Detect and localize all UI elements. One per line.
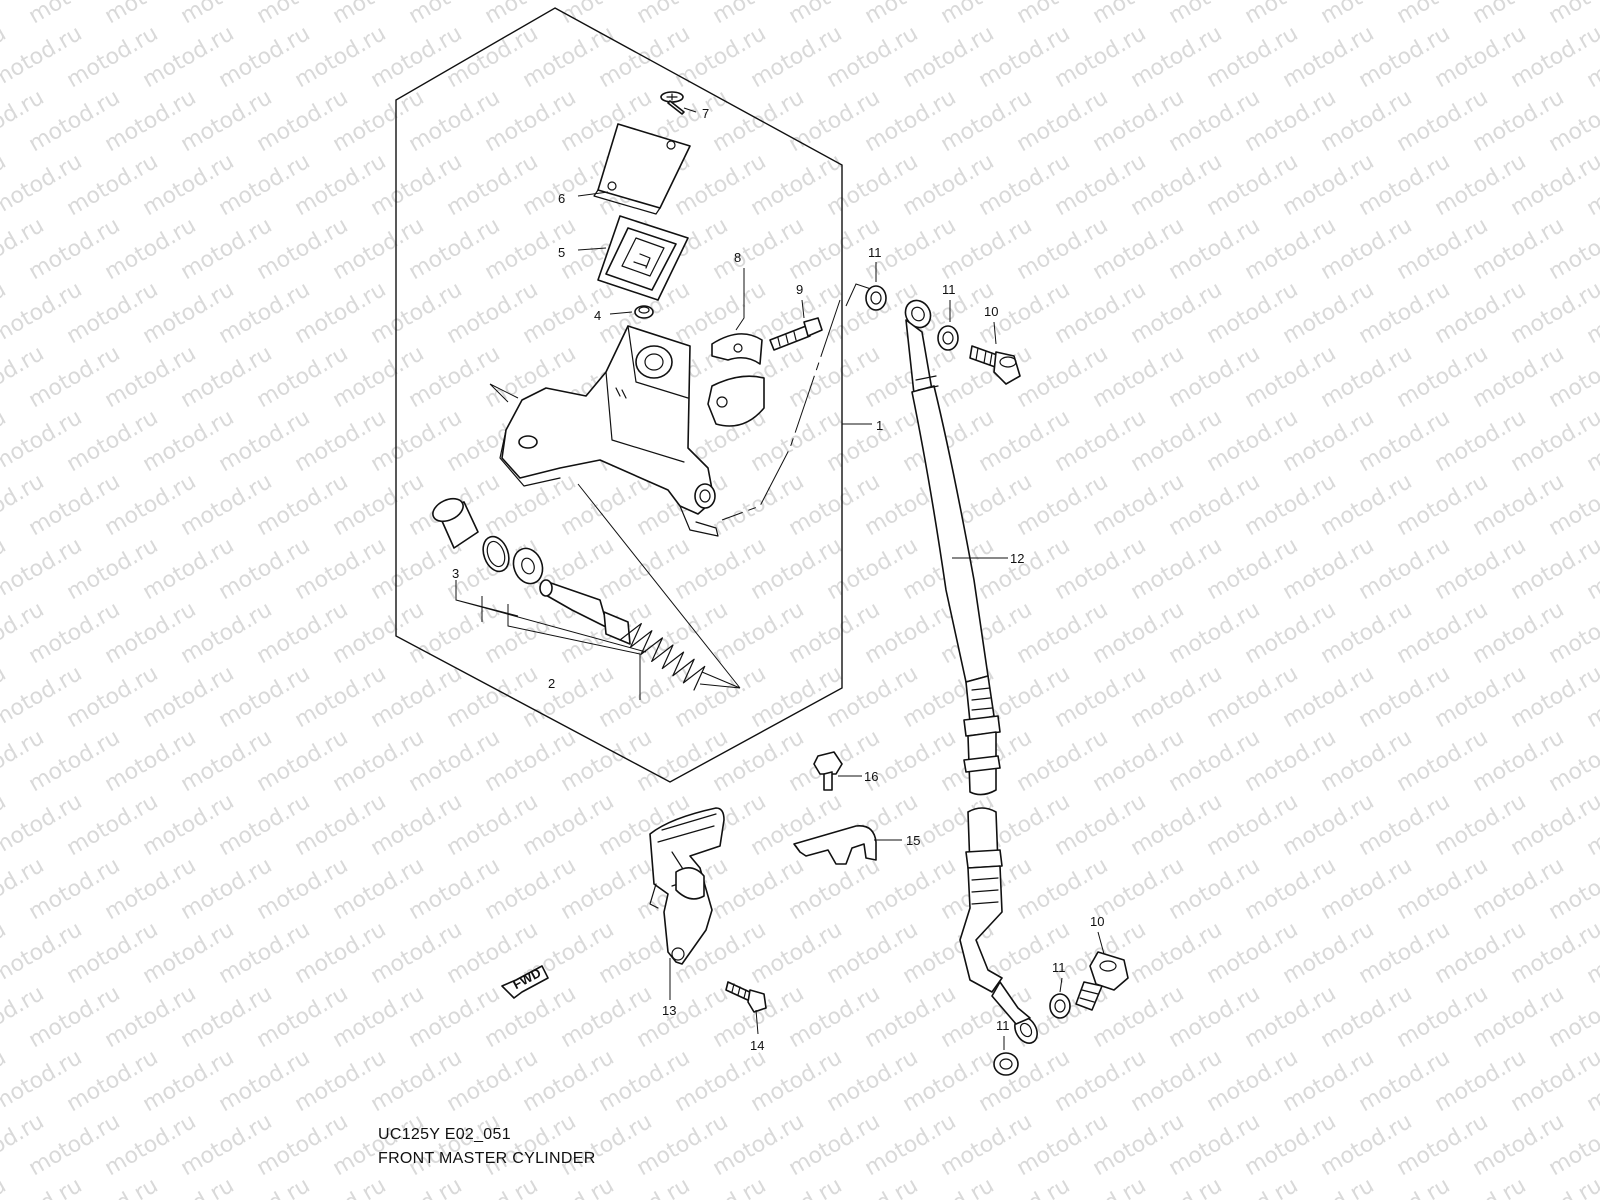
clamp-bolt-part [769, 317, 823, 351]
master-cylinder-body-part [499, 325, 719, 537]
callout-11-c: 11 [1052, 960, 1066, 975]
forward-arrow-icon: FWD [501, 965, 549, 999]
guide-bolt-part [725, 981, 767, 1013]
callout-8: 8 [734, 250, 741, 265]
callout-4: 4 [594, 308, 601, 323]
callout-2: 2 [548, 676, 555, 691]
holder-clamp-part [707, 333, 765, 427]
callout-11-a: 11 [868, 245, 882, 260]
callout-7: 7 [702, 106, 709, 121]
banjo-bolt-bottom-part [1075, 951, 1129, 1011]
callout-6: 6 [558, 191, 565, 206]
diaphragm-part [597, 215, 689, 301]
callout-11-d: 11 [996, 1018, 1010, 1033]
callout-9: 9 [796, 282, 803, 297]
callout-15: 15 [906, 833, 920, 848]
callout-16: 16 [864, 769, 878, 784]
watermark-text: motod.ru [0, 1173, 10, 1200]
callout-1: 1 [876, 418, 883, 433]
piston-kit-part [432, 497, 706, 691]
screw-part [660, 91, 685, 115]
hose-bolt-part [813, 751, 843, 791]
brake-hose-part [904, 299, 1038, 1044]
callout-3: 3 [452, 566, 459, 581]
callout-11-b: 11 [942, 282, 956, 297]
diagram-title: FRONT MASTER CYLINDER [378, 1150, 596, 1167]
assembly-outline [395, 7, 843, 783]
callout-13: 13 [662, 1003, 676, 1018]
hose-clamp-part [793, 825, 877, 865]
hose-guide-part [649, 807, 725, 965]
callout-12: 12 [1010, 551, 1024, 566]
callout-5: 5 [558, 245, 565, 260]
banjo-bolt-top-part [969, 345, 1021, 385]
callout-10-b: 10 [1090, 914, 1104, 929]
reservoir-cap-part [593, 123, 691, 215]
crush-washer-part [865, 285, 1071, 1076]
oring-part [634, 305, 654, 319]
drawing-code: UC125Y E02_051 [378, 1126, 511, 1143]
callout-10-a: 10 [984, 304, 998, 319]
callout-14: 14 [750, 1038, 764, 1053]
